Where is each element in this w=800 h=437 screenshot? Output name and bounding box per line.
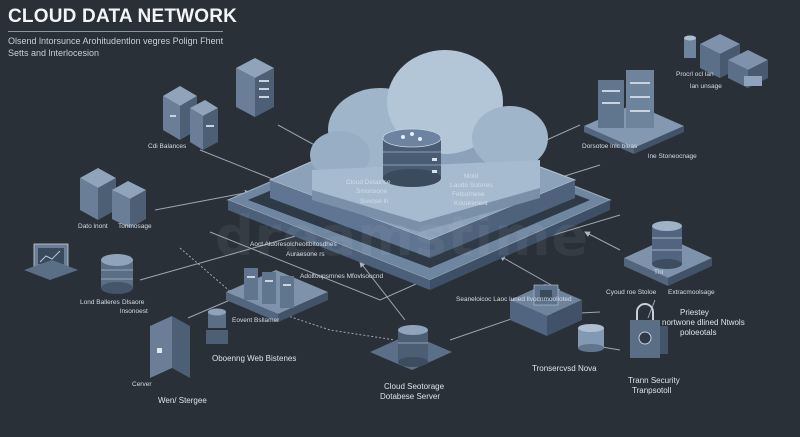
label-team-security: Trann Security [628,376,680,385]
cloud-label-1: Cloud Detainse [346,179,391,186]
label-mini: Thl [654,269,664,276]
lock-icon [630,303,668,358]
label-load-balancers: Lond Balleres [80,299,120,306]
page-title: CLOUD DATA NETWORK [8,6,238,27]
label-extraconsage: Extracmoolsage [668,289,715,296]
ring-label: Adoltoupsmnes Mfovlsoucnd [300,273,384,280]
label-web-storage: Wen/ Stergee [158,396,207,405]
server-tower-right [584,70,684,154]
label-disaster-1: Dlsaore [122,299,145,306]
subtitle-line-1: Olsend lntorsunce Arohitudentlon vegres … [8,36,224,46]
label-proud-1: Procrl ocl lan [676,71,714,78]
label-server: Cerver [132,381,152,388]
storage-stack-left [80,168,146,228]
label-transcriced-nova: Tronsercvsd Nova [532,364,597,373]
server-cluster-top-right [684,34,768,88]
cloud-label-r2: Laudo Sobrres [450,182,493,189]
server-rack-cdi [163,86,218,150]
title-underline [8,31,223,32]
label-protocol-1: Priestey [680,308,709,317]
label-event-balancer: Eovent Bsllamer [232,317,280,324]
path-label: Seaneloicoc Laoc luned llvocnmoolloted [456,296,572,303]
cloud-label-r1: Mold [464,173,479,180]
cloud-label-3: Suvose ln [360,198,389,205]
label-proud-2: lan unsage [690,83,722,90]
cloud-storage-icon [370,325,452,370]
server-cabinet-icon [150,316,190,378]
small-database-icon [206,308,228,344]
server-block-mid [226,268,328,322]
label-cloud-storage: Cloud Seotorage [384,382,445,391]
label-tranpsotoll: Tranpsotoll [632,386,672,395]
monitor-icon [24,243,78,280]
label-dorso: Dorsotoe lnlc bleas [582,143,638,150]
subtitle-line-2: Setts and lnterlocesion [8,48,100,58]
cloud-label-2: Smonsone [356,188,388,195]
label-protocol-3: poloeotals [680,328,717,337]
cloud-shape [310,50,548,232]
label-ine-storemage: lne Stoneocnage [648,153,697,160]
load-balancer-icon [101,254,133,294]
label-disaster-2: lnsonoest [120,308,148,315]
label-cdi-balances: Cdi Balances [148,143,187,150]
server-rack-top-left [236,58,274,117]
platform-label-2: Auraesone rs [286,251,325,258]
small-cylinder-nova [578,324,604,352]
network-switch-icon [510,284,582,336]
label-storage-left: Tonmosage [118,223,152,230]
label-observing-web: Oboenng Web Bistenes [212,354,297,363]
database-stack-right [624,221,712,286]
label-database-server: Dotabese Server [380,392,441,401]
label-cyoud-storage: Cyoud roe Stoloe [606,289,657,296]
cloud-label-r3: Fetcurnese [452,191,485,198]
platform-label-1: Aoct Aluoresolcheoltbitosdhes [250,241,337,248]
cloud-label-r4: Kouurenent [454,200,488,207]
label-protocol-2: nortwone dlined Ntwols [662,318,745,327]
central-database-icon [382,128,442,187]
watermark: dreamstime [215,205,589,268]
label-data-room: Dato lnont [78,223,108,230]
